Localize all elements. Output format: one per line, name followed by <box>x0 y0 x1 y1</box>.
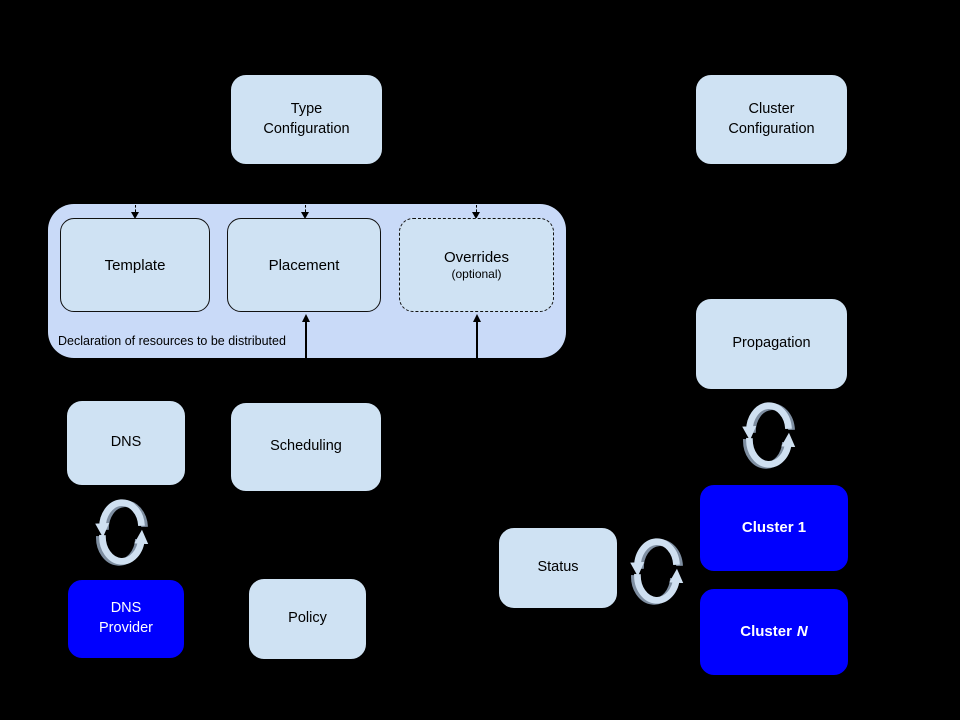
cluster-configuration-box: Cluster Configuration <box>695 74 848 165</box>
arrowhead-up-icon <box>473 314 481 322</box>
overrides-sublabel: (optional) <box>451 267 502 281</box>
declaration-group-container: Template Placement Overrides (optional) … <box>48 204 566 358</box>
scheduling-label: Scheduling <box>270 438 342 455</box>
arrow-down-dashed-template <box>131 205 139 219</box>
cluster-1-label: Cluster 1 <box>741 518 807 536</box>
arrow-line <box>304 205 306 212</box>
dns-label: DNS <box>110 434 142 451</box>
policy-label: Policy <box>288 610 327 627</box>
arrow-down-dashed-overrides <box>472 205 480 219</box>
overrides-label: Overrides <box>443 249 510 266</box>
type-configuration-label-line1: Type <box>290 100 323 117</box>
type-configuration-label-line2: Configuration <box>263 120 350 137</box>
type-configuration-box: Type Configuration <box>230 74 383 165</box>
status-box: Status <box>498 527 618 609</box>
cluster-1-box: Cluster 1 <box>698 483 850 573</box>
sync-arrows-icon <box>95 499 149 566</box>
propagation-label: Propagation <box>732 335 811 352</box>
placement-label: Placement <box>268 256 340 274</box>
scheduling-box: Scheduling <box>230 402 382 492</box>
cluster-configuration-label-line2: Configuration <box>728 120 815 137</box>
arrow-line <box>475 205 477 212</box>
arrow-line <box>476 322 478 358</box>
template-label: Template <box>104 256 166 274</box>
placement-box: Placement <box>227 218 381 312</box>
arrowhead-down-icon <box>301 212 309 219</box>
arrowhead-up-icon <box>302 314 310 322</box>
declaration-caption: Declaration of resources to be distribut… <box>58 334 286 348</box>
dns-provider-label-line1: DNS <box>110 600 142 617</box>
policy-box: Policy <box>248 578 367 660</box>
arrow-line <box>305 322 307 358</box>
dns-provider-label-line2: Provider <box>99 620 153 636</box>
overrides-box: Overrides (optional) <box>399 218 554 312</box>
arrow-line <box>134 205 136 212</box>
status-label: Status <box>537 559 579 576</box>
dns-box: DNS <box>66 400 186 486</box>
sync-arrows-icon <box>742 402 796 469</box>
arrow-up-overrides <box>473 314 481 358</box>
propagation-box: Propagation <box>695 298 848 390</box>
template-box: Template <box>60 218 210 312</box>
dns-provider-box: DNS Provider <box>66 578 186 660</box>
arrow-up-placement <box>302 314 310 358</box>
sync-arrows-icon <box>630 538 684 605</box>
cluster-n-suffix: N <box>796 622 808 640</box>
cluster-configuration-label-line1: Cluster <box>748 100 795 117</box>
arrowhead-down-icon <box>131 212 139 219</box>
arrow-down-dashed-placement <box>301 205 309 219</box>
arrowhead-down-icon <box>472 212 480 219</box>
cluster-n-prefix: Cluster <box>740 622 792 640</box>
